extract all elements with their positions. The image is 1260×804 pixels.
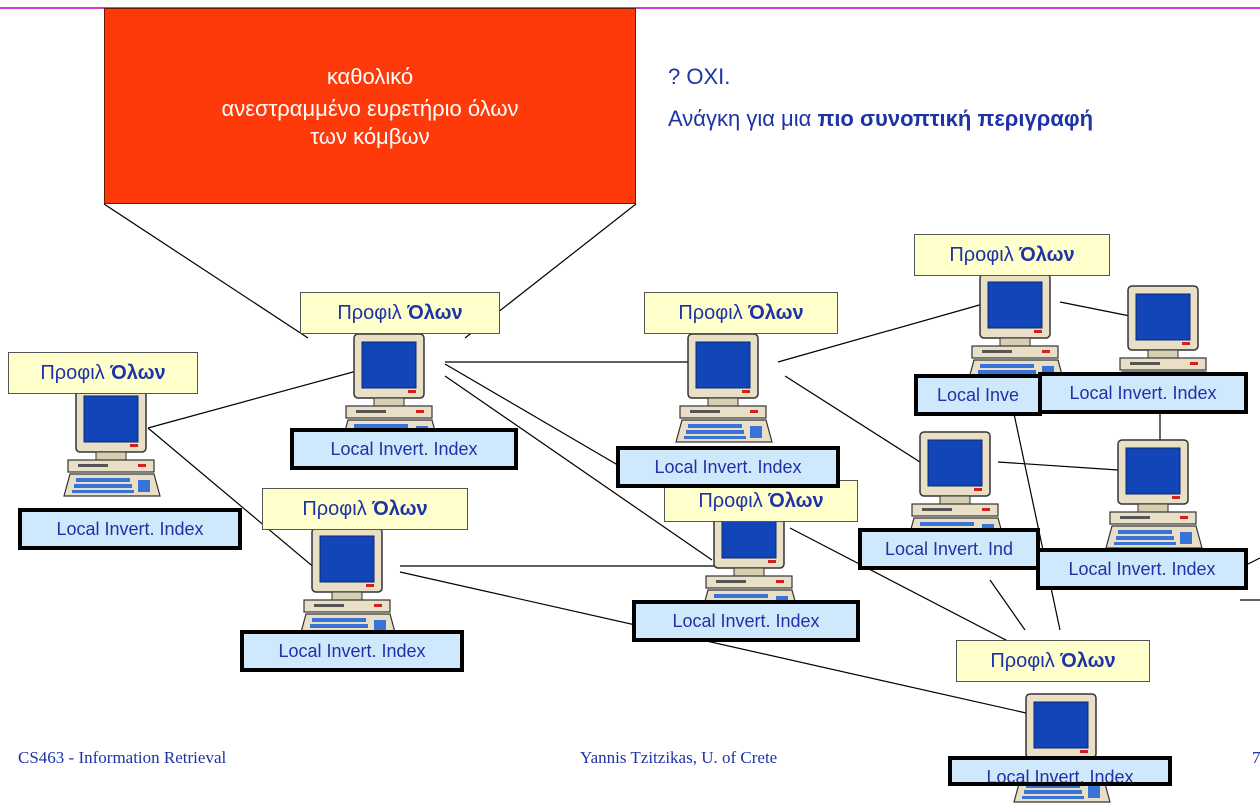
link: [444, 375, 713, 561]
link: [997, 461, 1119, 471]
desktop-computer-icon: [675, 333, 773, 443]
callout-pointer-left: [103, 203, 309, 339]
global-index-callout: καθολικό ανεστραμμένο ευρετήριο όλων των…: [104, 8, 636, 204]
local-index-label: Local Invert. Index: [616, 446, 840, 488]
local-index-label: Local Invert. Index: [632, 600, 860, 642]
footer-page-number: 7: [1252, 748, 1260, 767]
answer-text: ΟΧΙ.: [686, 64, 731, 89]
link: [784, 375, 921, 463]
question-mark: ?: [668, 64, 687, 89]
local-index-label: Local Invert. Index: [948, 756, 1172, 786]
desktop-computer-icon: [63, 387, 161, 497]
local-index-label-partial: Local Inve: [914, 374, 1042, 416]
profile-label: Προφιλ Όλων: [262, 488, 468, 530]
local-index-label: Local Invert. Index: [240, 630, 464, 672]
callout-line-1: καθολικό: [326, 64, 414, 89]
desktop-computer-icon: [1013, 693, 1111, 803]
need-text: Ανάγκη για μια: [668, 106, 818, 131]
link: [1009, 394, 1061, 631]
link: [789, 527, 1026, 651]
link: [1059, 301, 1141, 319]
need-note: Ανάγκη για μια πιο συνοπτική περιγραφή: [668, 106, 1093, 132]
answer-note: ? ΟΧΙ.: [668, 64, 730, 90]
local-index-label: Local Invert. Index: [1036, 548, 1248, 590]
link: [147, 365, 376, 429]
profile-label: Προφιλ Όλων: [644, 292, 838, 334]
profile-label: Προφιλ Όλων: [300, 292, 500, 334]
footer-course: CS463 - Information Retrieval: [18, 748, 227, 767]
desktop-computer-icon: [299, 527, 397, 637]
link: [777, 301, 991, 363]
callout-line-2: ανεστραμμένο ευρετήριο όλων: [221, 96, 519, 121]
local-index-label: Local Invert. Index: [1038, 372, 1248, 414]
network-links: [103, 203, 1260, 716]
link: [399, 571, 1036, 716]
footer-author: Yannis Tzitzikas, U. of Crete: [580, 748, 778, 767]
local-index-label: Local Invert. Index: [290, 428, 518, 470]
local-index-label: Local Invert. Index: [18, 508, 242, 550]
profile-label: Προφιλ Όλων: [914, 234, 1110, 276]
link: [147, 427, 336, 586]
profile-label: Προφιλ Όλων: [8, 352, 198, 394]
link: [989, 579, 1026, 631]
profile-label: Προφιλ Όλων: [956, 640, 1150, 682]
local-index-label-partial: Local Invert. Ind: [858, 528, 1040, 570]
need-bold-text: πιο συνοπτική περιγραφή: [817, 106, 1094, 131]
desktop-computer-icon: [967, 273, 1065, 383]
desktop-computer-icon: [1105, 439, 1203, 549]
desktop-computer-icon: [907, 431, 1005, 541]
callout-line-3: των κόμβων: [310, 124, 430, 149]
slide: καθολικό ανεστραμμένο ευρετήριο όλων των…: [0, 7, 1260, 803]
